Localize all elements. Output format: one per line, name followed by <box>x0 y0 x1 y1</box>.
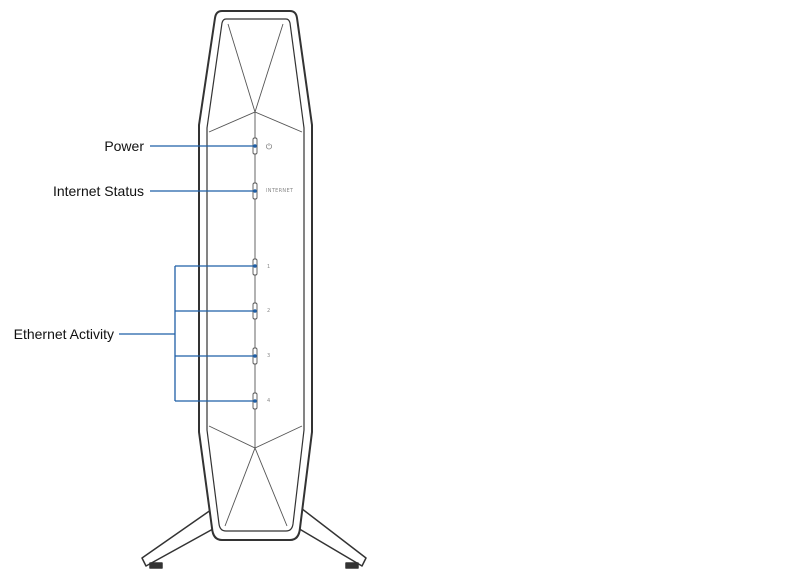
leader-lines <box>119 145 255 402</box>
leader-dots <box>253 144 257 403</box>
stand <box>141 504 367 569</box>
stand-left-foot <box>149 562 163 569</box>
panel-port-3-text: 3 <box>267 353 271 359</box>
router-body-outer <box>198 10 313 541</box>
power-symbol-icon <box>266 143 272 150</box>
panel-port-1-text: 1 <box>267 264 271 270</box>
panel-port-2-text: 2 <box>267 308 271 314</box>
stand-right-foot <box>345 562 359 569</box>
power-label: Power <box>104 138 144 154</box>
body-facets <box>208 23 303 527</box>
panel-port-4-text: 4 <box>267 398 271 404</box>
panel-internet-text: INTERNET <box>266 188 294 194</box>
ethernet-activity-label: Ethernet Activity <box>13 326 114 342</box>
router-body-inner <box>206 18 305 532</box>
internet-status-label: Internet Status <box>52 183 144 199</box>
